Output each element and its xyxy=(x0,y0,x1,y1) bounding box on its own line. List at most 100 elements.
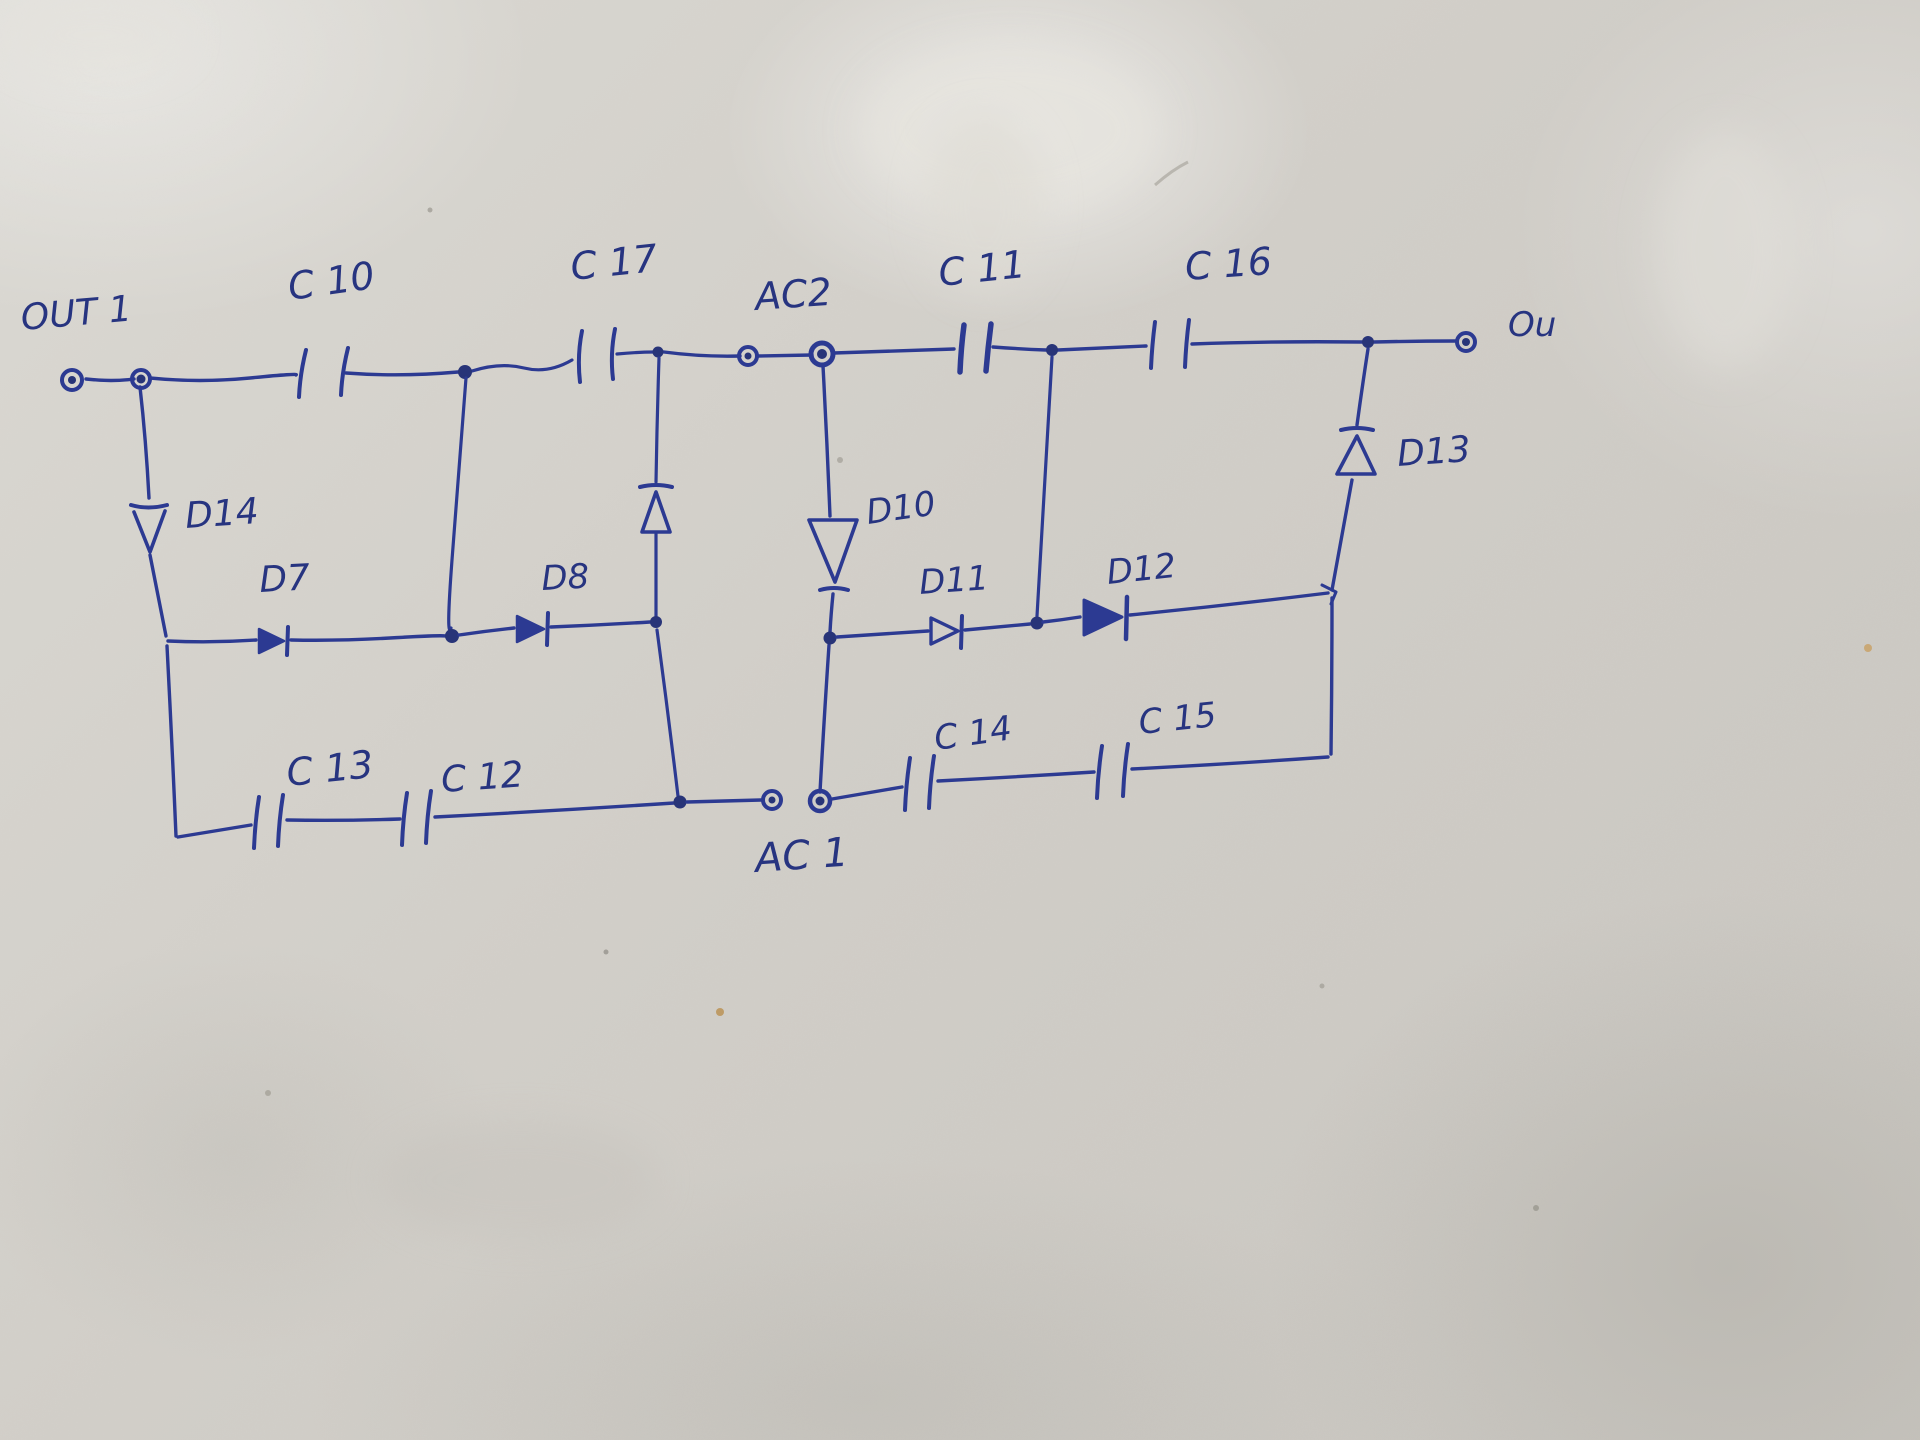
wire xyxy=(1041,615,1082,624)
capacitor-c16-symbol xyxy=(1149,318,1191,370)
diode-d13-symbol xyxy=(1335,426,1377,476)
diode-bar xyxy=(818,586,850,592)
wire xyxy=(433,801,676,819)
label-ac2: AC2 xyxy=(751,270,834,319)
diode-triangle xyxy=(929,616,960,646)
diode-triangle xyxy=(257,627,286,655)
wire xyxy=(654,356,661,484)
diode-bar xyxy=(285,625,290,657)
capacitor-plate xyxy=(1121,742,1130,798)
diode-d7-symbol xyxy=(257,625,290,657)
node-dot xyxy=(1046,344,1058,356)
wire xyxy=(138,385,151,500)
capacitor-plate xyxy=(927,754,936,810)
wire xyxy=(755,353,814,358)
capacitor-plate xyxy=(400,791,409,847)
wire xyxy=(832,347,956,355)
wire xyxy=(685,798,763,804)
node-dot xyxy=(445,629,459,643)
wire xyxy=(1130,755,1330,771)
capacitor-c11-symbol xyxy=(957,321,994,375)
wire xyxy=(457,626,516,637)
node-dot xyxy=(650,616,662,628)
terminal-dot xyxy=(744,352,752,360)
wall-smudge-right xyxy=(1655,130,1795,370)
terminal-dot xyxy=(817,349,827,359)
label-d7: D7 xyxy=(258,557,311,601)
speck xyxy=(1864,644,1872,652)
wire xyxy=(165,644,178,838)
pencil-scratch xyxy=(1154,160,1189,187)
capacitor-c17-symbol xyxy=(576,327,617,384)
wall-smudge-topleft xyxy=(5,0,185,75)
wire xyxy=(344,370,460,377)
diode-d8-symbol xyxy=(515,611,550,647)
capacitor-plate xyxy=(252,795,261,850)
middle-left-rail xyxy=(166,611,662,657)
wire xyxy=(285,817,402,823)
terminal-ring xyxy=(60,368,84,392)
wall-shadow-bottom xyxy=(380,1120,660,1240)
capacitor-plate xyxy=(1149,320,1157,370)
top-rail xyxy=(60,318,1477,399)
terminal-ac1 xyxy=(761,788,833,814)
speck xyxy=(1533,1205,1539,1211)
diode-bar xyxy=(959,614,964,650)
terminal-ring xyxy=(737,345,759,367)
speck xyxy=(1319,983,1325,989)
label-d13: D13 xyxy=(1396,429,1472,475)
wire xyxy=(1330,478,1354,592)
wire xyxy=(1128,591,1330,617)
left-branch xyxy=(129,385,178,838)
wire xyxy=(148,553,168,638)
capacitor-plate xyxy=(276,793,285,848)
capacitor-plate xyxy=(957,322,967,375)
label-c15: C 15 xyxy=(1137,695,1219,743)
diode-triangle xyxy=(132,509,167,554)
wire xyxy=(936,770,1096,783)
label-ac1: AC 1 xyxy=(750,830,849,883)
capacitor-plate xyxy=(576,329,584,384)
label-d14: D14 xyxy=(184,491,260,537)
wire xyxy=(1329,596,1334,756)
label-c12: C 12 xyxy=(440,754,525,801)
wire xyxy=(828,592,835,634)
labels: OUT 1 C 10 C 17 AC2 C 11 C 16 Ou D14 D7 … xyxy=(19,236,1556,882)
branch-ac2-drop xyxy=(807,364,859,794)
middle-right-rail xyxy=(823,583,1338,650)
terminal-ring xyxy=(761,789,783,811)
diode-bar xyxy=(1123,594,1130,642)
wire xyxy=(835,629,930,639)
capacitor-plate xyxy=(903,756,912,812)
wire xyxy=(1372,339,1458,344)
label-c16: C 16 xyxy=(1184,239,1274,289)
wire xyxy=(549,620,652,629)
label-out1: OUT 1 xyxy=(19,288,133,339)
wire xyxy=(615,350,656,356)
diode-triangle xyxy=(640,490,672,534)
terminal-dot xyxy=(768,796,776,804)
diode-d14-symbol xyxy=(129,503,169,554)
node-dot xyxy=(1030,616,1044,630)
wire xyxy=(1035,355,1054,618)
corner-mark xyxy=(1320,583,1338,606)
diode-bar xyxy=(638,483,674,489)
wire xyxy=(289,634,448,642)
diode-triangle xyxy=(1335,434,1377,476)
bottom-rail xyxy=(176,742,1330,850)
capacitor-plate xyxy=(424,789,433,845)
node-dot xyxy=(823,631,837,645)
label-d8: D8 xyxy=(540,557,590,599)
right-branch-d13 xyxy=(1329,347,1377,756)
label-c11: C 11 xyxy=(936,242,1027,295)
capacitor-c13-symbol xyxy=(252,793,285,850)
label-d12: D12 xyxy=(1105,546,1178,593)
diode-bar xyxy=(545,611,550,647)
capacitor-c12-symbol xyxy=(400,789,433,847)
label-out2: Ou xyxy=(1508,305,1556,345)
terminal-dot xyxy=(68,376,76,384)
capacitor-c10-symbol xyxy=(297,346,350,399)
speck xyxy=(716,1008,724,1016)
